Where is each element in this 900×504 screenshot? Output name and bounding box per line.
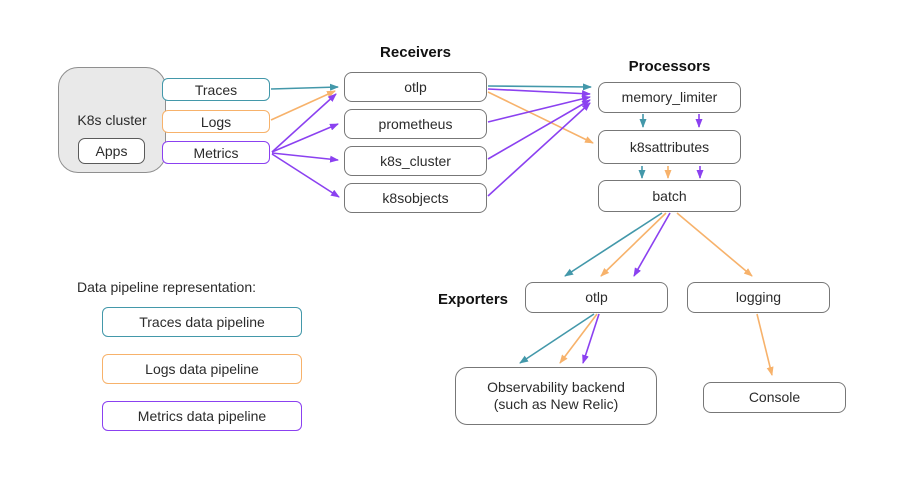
processor-k8sattributes-label: k8sattributes [629,138,710,155]
exporter-otlp: otlp [525,282,668,313]
exporter-logging: logging [687,282,830,313]
receiver-k8sobjects: k8sobjects [344,183,487,213]
console-label: Console [748,389,801,406]
arrow-exporter-otlp-to-backend-metrics [582,313,600,364]
arrow-k8s_cluster-to-memory_limiter [487,99,591,160]
arrow-receiver-otlp-to-memory_limiter-metrics [487,88,591,98]
arrow-batch-to-exporter-otlp-logs [600,212,667,277]
legend-item-metrics: Metrics data pipeline [102,401,302,431]
signal-traces-label: Traces [194,81,238,98]
signal-box-metrics: Metrics [162,141,270,164]
receiver-prometheus-label: prometheus [378,115,453,132]
receiver-k8s-cluster: k8s_cluster [344,146,487,176]
signal-metrics-label: Metrics [193,144,239,161]
arrow-exporter-otlp-to-backend-traces [519,313,595,364]
receiver-k8sobjects-label: k8sobjects [382,189,449,206]
arrow-receiver-otlp-to-memory_limiter-traces [487,83,592,91]
legend-traces-label: Traces data pipeline [139,314,265,330]
arrow-receiver-otlp-to-k8sattributes-logs [487,91,594,144]
k8s-cluster-box: K8s cluster Apps [58,67,166,173]
legend-title: Data pipeline representation: [77,279,257,295]
legend-item-logs: Logs data pipeline [102,354,302,384]
arrow-batch-to-logging-logs [676,212,753,277]
k8s-cluster-label: K8s cluster [77,112,147,128]
arrow-metrics-to-k8sobjects [271,153,340,198]
legend-logs-label: Logs data pipeline [145,361,259,377]
arrow-metrics-to-k8s_cluster [271,152,339,163]
exporter-otlp-label: otlp [585,289,608,306]
receivers-title: Receivers [380,44,451,61]
legend-item-traces: Traces data pipeline [102,307,302,337]
signal-box-traces: Traces [162,78,270,101]
processor-memory-limiter-label: memory_limiter [621,89,718,106]
arrow-traces-to-otlp [270,83,339,91]
exporters-title: Exporters [437,291,508,308]
signal-logs-label: Logs [200,113,232,130]
apps-box: Apps [78,138,145,164]
arrow-exporter-otlp-to-backend-logs [559,313,598,364]
observability-backend-box: Observability backend (such as New Relic… [455,367,657,425]
receiver-otlp: otlp [344,72,487,102]
processor-k8sattributes: k8sattributes [598,130,741,164]
exporter-logging-label: logging [735,289,782,306]
processor-batch: batch [598,180,741,212]
arrow-prometheus-to-memory_limiter [487,95,591,123]
receiver-otlp-label: otlp [404,78,427,95]
signal-box-logs: Logs [162,110,270,133]
arrow-metrics-to-otlp [271,93,337,153]
arrow-metrics-to-prometheus [271,123,339,153]
legend-metrics-label: Metrics data pipeline [137,408,267,424]
apps-label: Apps [95,143,128,159]
observability-backend-line1: Observability backend [487,379,625,396]
processor-batch-label: batch [652,187,687,204]
observability-backend-line2: (such as New Relic) [493,396,619,412]
arrow-logs-to-otlp [270,90,336,121]
arrow-logging-to-console-logs [756,313,774,376]
receiver-k8s-cluster-label: k8s_cluster [380,152,451,169]
console-box: Console [703,382,846,413]
arrow-k8sobjects-to-memory_limiter [487,102,591,197]
arrow-batch-to-exporter-otlp-traces [564,212,663,277]
processors-title: Processors [628,58,711,75]
receiver-prometheus: prometheus [344,109,487,139]
processor-memory-limiter: memory_limiter [598,82,741,113]
arrow-batch-to-exporter-otlp-metrics [633,212,671,277]
